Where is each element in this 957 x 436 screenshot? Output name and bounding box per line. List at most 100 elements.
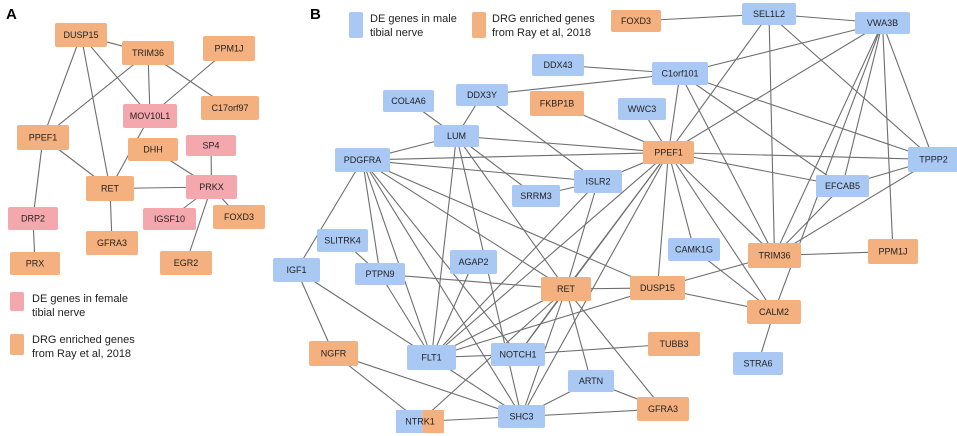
node-igsf10: IGSF10 xyxy=(143,208,196,230)
edge-b_ppef1-b_dusp15 xyxy=(656,152,670,289)
legend-a-de-line2: tibial nerve xyxy=(32,307,85,319)
node-box xyxy=(742,3,796,25)
legend-swatch-de-male xyxy=(349,12,363,38)
node-box xyxy=(512,185,560,207)
node-shc3: SHC3 xyxy=(498,405,545,428)
legend-b-drg-line1: DRG enriched genes xyxy=(492,13,595,25)
node-dusp15: DUSP15 xyxy=(630,276,685,300)
node-tubb3: TUBB3 xyxy=(648,332,700,356)
edge-b_ppef1-b_flt1 xyxy=(431,152,669,358)
node-label: DRP2 xyxy=(21,214,45,224)
node-pdgfra: PDGFRA xyxy=(335,148,390,172)
node-box xyxy=(498,405,545,428)
node-box xyxy=(568,370,614,392)
node-label: PPM1J xyxy=(214,44,243,54)
edge-b_lum-b_ppef1 xyxy=(456,135,669,154)
node-label: TPPP2 xyxy=(919,155,948,165)
node-prx: PRX xyxy=(10,252,60,275)
node-ntrk1: NTRK1 xyxy=(396,410,444,433)
node-box xyxy=(748,243,801,268)
node-label: PRKX xyxy=(199,182,224,192)
node-label: ISLR2 xyxy=(585,177,610,187)
node-label: CAMK1G xyxy=(675,245,713,255)
node-box xyxy=(309,341,358,366)
node-ppef1: PPEF1 xyxy=(643,141,694,164)
node-srrm3: SRRM3 xyxy=(512,185,560,207)
node-ppef1: PPEF1 xyxy=(17,125,69,150)
legend-swatch-de-female xyxy=(10,292,24,311)
edge-a_ppef1-a_drp2 xyxy=(32,137,44,219)
legend-b-de-line1: DE genes in male xyxy=(370,13,457,25)
edge-a_trim36-a_ppef1 xyxy=(42,52,149,138)
edge-a_dusp15-a_ppef1 xyxy=(42,34,82,138)
node-label: PPEF1 xyxy=(654,148,683,158)
node-lum: LUM xyxy=(434,125,479,147)
edge-b_islr2-b_ret xyxy=(565,181,599,290)
node-gfra3: GFRA3 xyxy=(86,231,138,255)
node-box xyxy=(122,41,174,65)
node-calm2: CALM2 xyxy=(747,300,801,324)
edge-b_vwa3b-b_ppm1j xyxy=(881,22,894,252)
node-box xyxy=(273,258,320,282)
node-box xyxy=(186,135,236,156)
legend-b-drg-line2: from Ray et al, 2018 xyxy=(492,27,591,39)
edge-b_c1orf101-b_ppef1 xyxy=(667,73,681,153)
node-fkbp1b: FKBP1B xyxy=(530,91,584,116)
node-sel1l2: SEL1L2 xyxy=(742,3,796,25)
node-box xyxy=(8,207,58,230)
panel-a-label: A xyxy=(6,6,17,23)
legend-a-de-line1: DE genes in female xyxy=(32,293,128,305)
node-sp4: SP4 xyxy=(186,135,236,156)
node-box xyxy=(643,141,694,164)
node-label: PPEF1 xyxy=(29,133,58,143)
node-agap2: AGAP2 xyxy=(450,250,497,274)
node-box xyxy=(611,10,661,32)
node-artn: ARTN xyxy=(568,370,614,392)
node-box xyxy=(652,62,708,85)
node-box xyxy=(434,125,479,147)
node-box xyxy=(541,277,591,301)
node-box xyxy=(160,251,212,275)
node-box xyxy=(355,263,405,285)
node-stra6: STRA6 xyxy=(733,352,783,375)
edge-b_ppef1-b_tppp2 xyxy=(668,151,934,161)
node-wwc3: WWC3 xyxy=(618,98,666,120)
node-tppp2: TPPP2 xyxy=(908,147,957,172)
edge-b_pdgfra-b_flt1 xyxy=(361,159,433,358)
edge-b_igf1-b_ngfr xyxy=(295,269,335,354)
edge-b_lum-b_ret xyxy=(456,135,567,290)
node-box xyxy=(10,252,60,275)
node-islr2: ISLR2 xyxy=(574,170,622,193)
node-label: DDX43 xyxy=(543,60,572,70)
node-prkx: PRKX xyxy=(186,175,237,199)
node-box xyxy=(213,205,265,229)
node-label: C17orf97 xyxy=(211,103,248,113)
edge-b_ddx3y-b_islr2 xyxy=(481,94,599,182)
panel-b-label: B xyxy=(310,6,321,23)
edge-b_pdgfra-b_dusp15 xyxy=(362,159,658,289)
edge-b_pdgfra-b_igf1 xyxy=(296,159,363,271)
legend-b-de-line2: tibial nerve xyxy=(370,27,423,39)
node-label: MOV10L1 xyxy=(130,111,171,121)
node-box xyxy=(201,96,259,120)
node-label: GFRA3 xyxy=(648,404,678,414)
node-ptpn9: PTPN9 xyxy=(355,263,405,285)
edge-b_ppef1-b_calm2 xyxy=(668,152,775,313)
node-box xyxy=(574,170,622,193)
edge-b_dusp15-b_flt1 xyxy=(431,287,658,359)
node-label: TUBB3 xyxy=(659,339,688,349)
edge-b_islr2-b_flt1 xyxy=(431,181,599,358)
edge-b_c1orf101-b_vwa3b xyxy=(679,22,883,75)
edge-b_lum-b_flt1 xyxy=(430,135,458,358)
node-box xyxy=(668,238,720,261)
edge-a_prkx-a_egr2 xyxy=(185,186,213,264)
node-box xyxy=(868,239,918,264)
edge-b_ptpn9-b_ret xyxy=(379,273,567,290)
edge-b_pdgfra-b_ptpn9 xyxy=(361,159,381,275)
edge-b_c1orf101-b_trim36 xyxy=(679,73,775,256)
edge-b_ppef1-b_trim36 xyxy=(668,152,775,256)
node-label: NTRK1 xyxy=(405,417,435,427)
node-box xyxy=(55,23,107,47)
node-label: VWA3B xyxy=(867,18,898,28)
